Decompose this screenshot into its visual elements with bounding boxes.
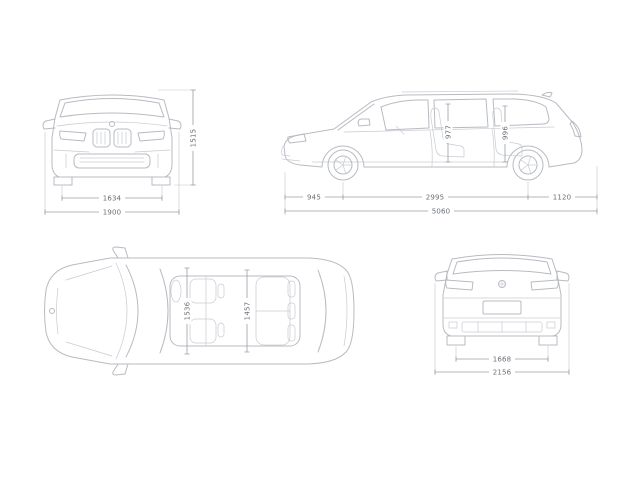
- interior-height-front-dimension: 977: [443, 103, 453, 163]
- height-value: 1515: [190, 129, 198, 148]
- top-mirror-upper: [112, 246, 129, 259]
- steering-wheel-hint: [395, 125, 405, 135]
- license-plate: [482, 300, 522, 315]
- front-body-outline: [51, 94, 173, 178]
- front-windshield: [59, 98, 165, 118]
- front-width-value: 1900: [103, 209, 122, 217]
- front-view: 1634 1900 1515: [42, 89, 198, 217]
- rear-overhang-value: 1120: [553, 194, 572, 202]
- windshield-base: [125, 264, 139, 358]
- taillight-side: [569, 120, 582, 138]
- front-seats-plan: [189, 278, 225, 344]
- rear-window: [452, 257, 552, 275]
- hood-crease: [56, 121, 168, 127]
- windshield-top: [159, 268, 169, 354]
- interior-height-rear-dimension: 996: [500, 105, 510, 163]
- hood-roundel-icon: [49, 308, 55, 314]
- front-wheel-right: [151, 176, 171, 186]
- bumper-lines: [53, 149, 171, 169]
- interior-rear-value: 996: [502, 126, 510, 140]
- roof-rail: [401, 90, 519, 93]
- interior-front-value: 977: [445, 125, 453, 139]
- door-cutlines: [429, 128, 495, 167]
- top-mirror-lower: [112, 363, 129, 376]
- headlight-right: [137, 130, 165, 142]
- rear-wheel-left: [446, 335, 466, 346]
- width-incl-mirrors-dimension: 2156: [434, 283, 570, 377]
- rear-track-value: 1668: [493, 356, 512, 364]
- interior-width-front-dimension: 1536: [182, 267, 192, 355]
- side-mirror-right: [168, 118, 182, 130]
- steering-wheel: [170, 279, 182, 303]
- rear-mirror-right: [556, 270, 570, 282]
- rear-mirror-left: [434, 270, 448, 282]
- taillight-left: [445, 279, 474, 291]
- width-incl-mirrors-value: 2156: [493, 369, 512, 377]
- front-bumper-detail: [281, 145, 301, 162]
- door-mirror: [357, 118, 371, 127]
- rear-window-top: [317, 269, 327, 353]
- panoramic-roof: [169, 275, 301, 347]
- front-width-dimension: 1900: [44, 132, 180, 217]
- front-wheel-left: [53, 176, 73, 186]
- front-overhang-value: 945: [307, 194, 321, 202]
- interior-width-front-value: 1536: [184, 301, 192, 320]
- front-seat-profile: [430, 107, 465, 158]
- rear-door-window: [433, 98, 489, 129]
- front-track-value: 1634: [103, 195, 122, 203]
- cowl-line: [115, 262, 128, 360]
- front-track-dimension: 1634: [61, 186, 163, 203]
- rear-view: 1668 2156: [434, 254, 570, 377]
- headlight-left: [59, 130, 87, 142]
- length-dimensions: 945 2995 1120 5060: [284, 166, 598, 216]
- quarter-window: [492, 98, 550, 127]
- top-view: 1536 1457: [44, 246, 355, 376]
- rear-wheel-right: [538, 335, 558, 346]
- side-body-outline: [283, 93, 583, 168]
- front-door-window: [380, 99, 430, 131]
- rear-wheel: [512, 149, 544, 181]
- lower-air-intake: [73, 153, 151, 169]
- side-headlight: [287, 133, 307, 144]
- rear-body-outline: [442, 254, 562, 337]
- wheelbase-value: 2995: [426, 194, 445, 202]
- shark-fin-antenna: [541, 91, 553, 98]
- interior-width-rear-dimension: 1457: [242, 269, 252, 353]
- taillight-right: [530, 279, 559, 291]
- rear-diffuser: [448, 321, 556, 333]
- hood-creases: [56, 265, 113, 357]
- side-view: 977 996 945 2995 1120 5060: [281, 90, 598, 216]
- overall-length-value: 5060: [432, 208, 451, 216]
- interior-width-rear-value: 1457: [244, 302, 252, 321]
- side-mirror-left: [42, 118, 56, 130]
- front-wheel: [327, 149, 359, 181]
- a-pillar: [337, 103, 375, 131]
- bmw-roundel-icon: [109, 121, 115, 127]
- kidney-grille: [92, 128, 132, 148]
- height-dimension: 1515: [158, 89, 198, 186]
- tailgate-roundel-icon: [498, 280, 506, 288]
- top-body-outline: [44, 257, 355, 365]
- tailgate-line: [343, 275, 348, 347]
- rear-track-dimension: 1668: [455, 346, 549, 364]
- rear-bench-plan: [255, 276, 296, 346]
